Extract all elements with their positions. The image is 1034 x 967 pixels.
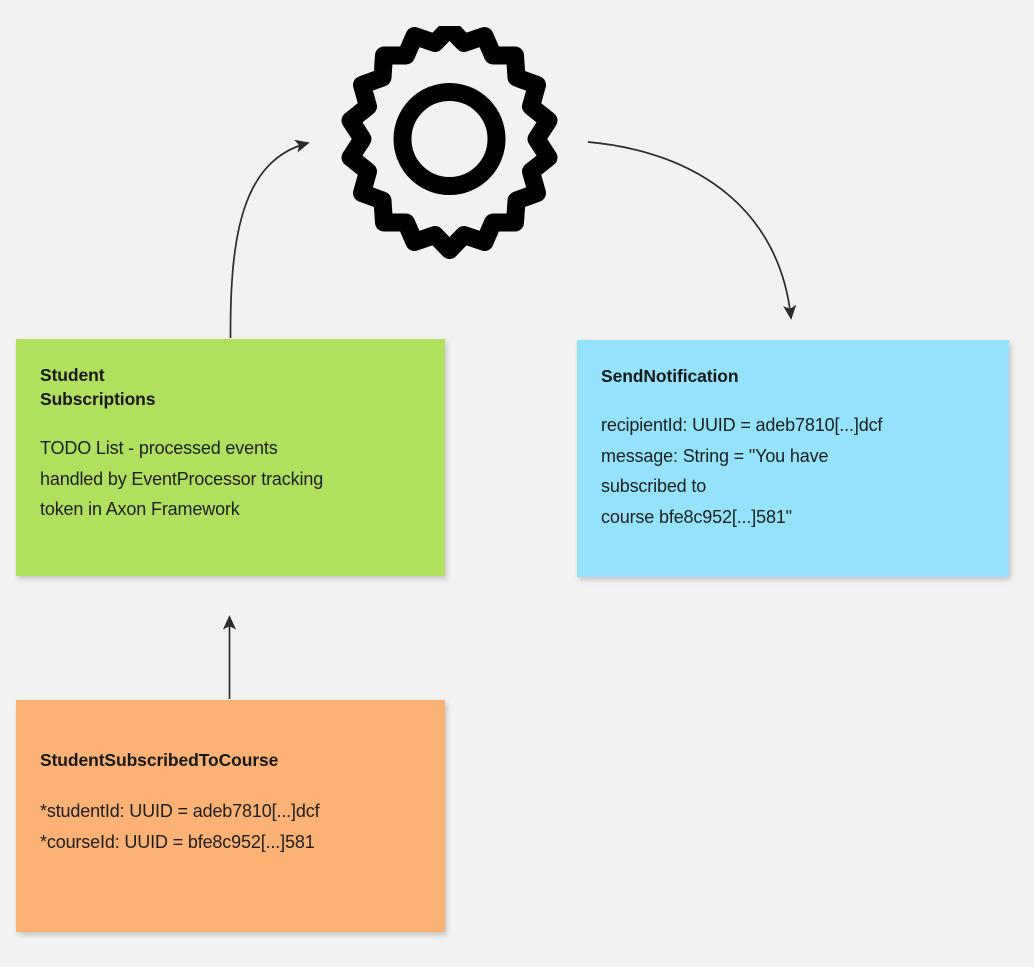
arrow-processor-to-command bbox=[587, 141, 797, 320]
node-title: SendNotification bbox=[601, 366, 739, 386]
gear-icon bbox=[331, 19, 568, 263]
node-body: recipientId: UUID = adeb7810[...]dcf mes… bbox=[601, 415, 883, 527]
node-student-subscriptions[interactable]: Student Subscriptions TODO List - proces… bbox=[16, 339, 445, 576]
arrow-projection-to-processor bbox=[229, 139, 310, 339]
node-title: Student Subscriptions bbox=[40, 365, 156, 409]
node-body: *studentId: UUID = adeb7810[...]dcf *cou… bbox=[40, 801, 320, 852]
gear-icon-svg bbox=[341, 19, 558, 259]
node-body: TODO List - processed events handled by … bbox=[40, 438, 324, 519]
node-send-notification[interactable]: SendNotification recipientId: UUID = ade… bbox=[577, 340, 1009, 577]
node-title: StudentSubscribedToCourse bbox=[40, 750, 279, 770]
node-student-subscribed-event[interactable]: StudentSubscribedToCourse *studentId: UU… bbox=[16, 700, 445, 932]
